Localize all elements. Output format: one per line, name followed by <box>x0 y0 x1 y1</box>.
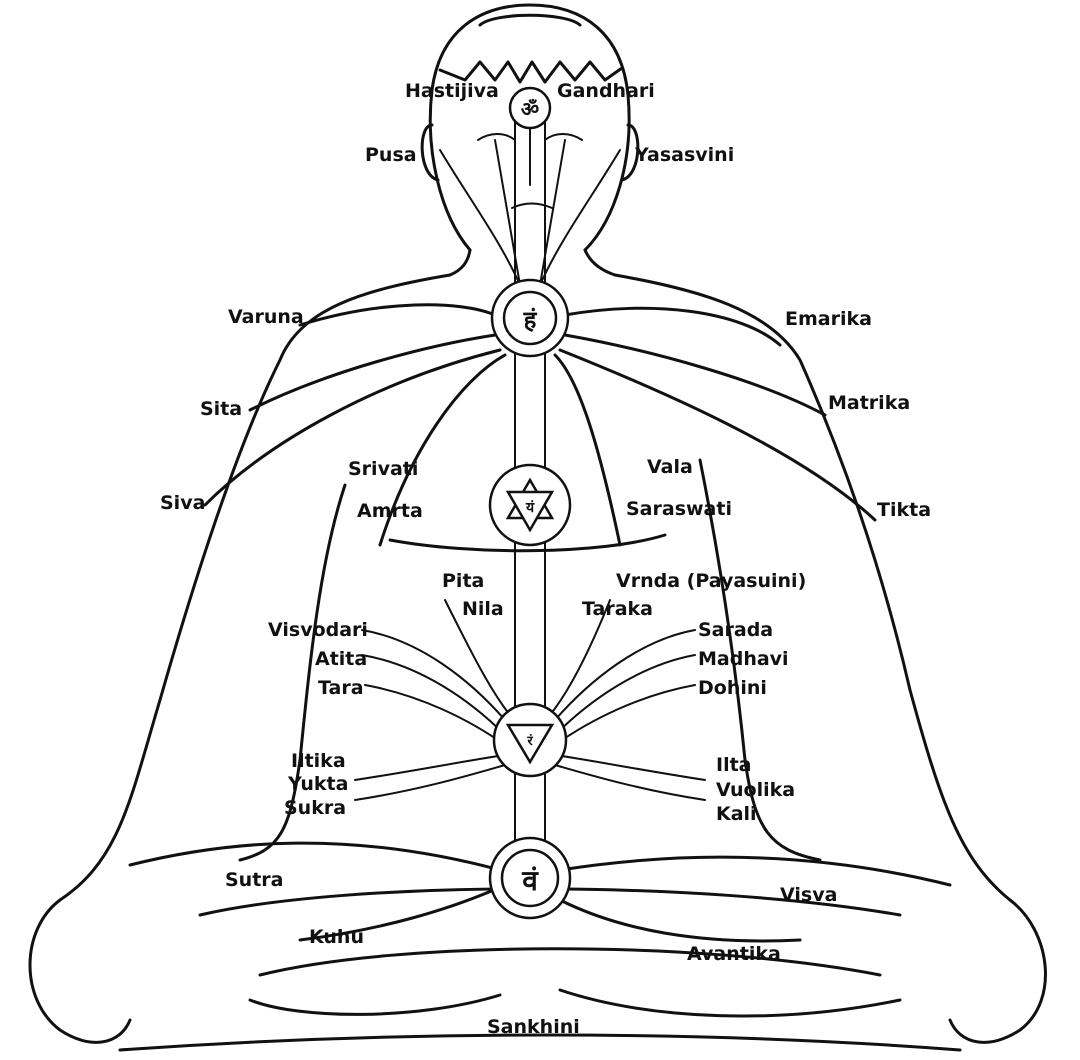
shoulder-right <box>613 273 1012 902</box>
nadi-sarada <box>554 629 696 721</box>
label-pusa: Pusa <box>365 144 417 166</box>
neck-left <box>448 248 472 277</box>
manipura-triangle <box>505 723 555 765</box>
label-srivati: Srivati <box>348 458 419 480</box>
nadi-sukra <box>354 764 506 801</box>
anahata-chakra: यं <box>488 463 572 547</box>
label-sukra: Sukra <box>284 797 347 819</box>
manipura-chakra: रं <box>492 702 568 778</box>
right-hand <box>948 898 1047 1044</box>
head-outline <box>428 3 631 252</box>
nadi-varuna <box>298 303 497 327</box>
label-nila: Nila <box>462 598 504 620</box>
vishuddha-chakra: हं <box>490 278 570 358</box>
label-amrta: Amrta <box>357 500 423 522</box>
label-vala: Vala <box>647 456 693 478</box>
label-avantika: Avantika <box>687 943 781 965</box>
nadi-iltika <box>354 754 506 781</box>
nadi-visva <box>558 855 952 887</box>
nadi-saraswati <box>553 353 622 547</box>
label-matrika: Matrika <box>828 392 911 414</box>
label-hastijiva: Hastijiva <box>405 80 499 102</box>
right-eye <box>544 133 583 141</box>
nadi-siva <box>203 348 502 507</box>
shoulder-left <box>58 273 452 902</box>
nadi-tikta <box>558 348 877 522</box>
crown-petals <box>478 13 582 27</box>
vishuddha-symbol: हं <box>523 305 538 334</box>
nadi-amrta <box>378 353 507 547</box>
label-taraka: Taraka <box>582 598 653 620</box>
left-eye <box>477 133 516 141</box>
label-saraswati: Saraswati <box>626 498 732 520</box>
label-emarika: Emarika <box>785 308 872 330</box>
left-hand <box>28 898 132 1044</box>
label-madhavi: Madhavi <box>698 648 789 670</box>
nadi-face-4 <box>539 139 566 286</box>
base-line <box>118 1033 962 1052</box>
label-visvodari: Visvodari <box>268 619 368 641</box>
anahata-triangle-down <box>505 490 555 533</box>
label-atita: Atita <box>315 648 368 670</box>
label-sita: Sita <box>200 398 243 420</box>
nadi-matrika <box>563 333 827 417</box>
nadi-kuhu <box>298 883 507 942</box>
nadi-atita <box>361 654 506 736</box>
label-kali: Kali <box>716 803 757 825</box>
label-sutra: Sutra <box>225 869 284 891</box>
label-varuna: Varuna <box>228 306 304 328</box>
nadi-kali <box>554 764 706 801</box>
label-iltika: Iltika <box>291 750 346 772</box>
nadi-taraka <box>549 599 611 716</box>
label-vrnda: Vrnda (Payasuini) <box>616 570 807 592</box>
right-arm-inner <box>698 458 822 862</box>
ajna-chakra: ॐ <box>508 86 552 130</box>
label-visva: Visva <box>780 884 838 906</box>
nadi-avantika <box>558 898 802 943</box>
nadi-face-2 <box>539 149 621 286</box>
label-tara: Tara <box>318 677 364 699</box>
hairline <box>438 60 624 84</box>
foot-right <box>558 988 902 1018</box>
svadhisthana-symbol: वं <box>521 864 539 897</box>
label-ilta: Ilta <box>716 754 752 776</box>
label-vuolika: Vuolika <box>716 779 796 801</box>
label-sankhini: Sankhini <box>487 1016 580 1038</box>
left-ear <box>420 123 440 182</box>
neck-right <box>583 248 617 277</box>
svadhisthana-chakra: वं <box>488 836 572 920</box>
nadi-madhavi <box>554 654 696 736</box>
nadi-visvodari <box>361 629 506 721</box>
nadi-face-1 <box>439 149 521 286</box>
right-ear <box>620 123 640 182</box>
nadi-dohini <box>554 684 696 746</box>
label-pita: Pita <box>442 570 485 592</box>
label-sarada: Sarada <box>698 619 774 641</box>
label-siva: Siva <box>160 492 206 514</box>
anahata-symbol: यं <box>525 500 535 516</box>
nadi-pita <box>444 599 511 716</box>
label-tikta: Tikta <box>877 499 932 521</box>
label-yasasvini: Yasasvini <box>635 144 735 166</box>
label-gandhari: Gandhari <box>557 80 655 102</box>
manipura-symbol: रं <box>526 733 533 749</box>
nadi-tara <box>364 684 506 746</box>
nadi-emarika <box>563 306 782 347</box>
nadi-sutra <box>128 841 502 872</box>
lap-lower <box>258 947 882 977</box>
nadi-ilta <box>554 754 706 781</box>
nadi-sita <box>248 333 497 412</box>
nadi-chest <box>388 533 667 553</box>
label-yukta: Yukta <box>288 773 349 795</box>
label-dohini: Dohini <box>698 677 767 699</box>
label-kuhu: Kuhu <box>309 926 364 948</box>
foot-left <box>248 993 502 1016</box>
nadi-face-3 <box>494 139 521 286</box>
ajna-symbol: ॐ <box>521 97 539 121</box>
